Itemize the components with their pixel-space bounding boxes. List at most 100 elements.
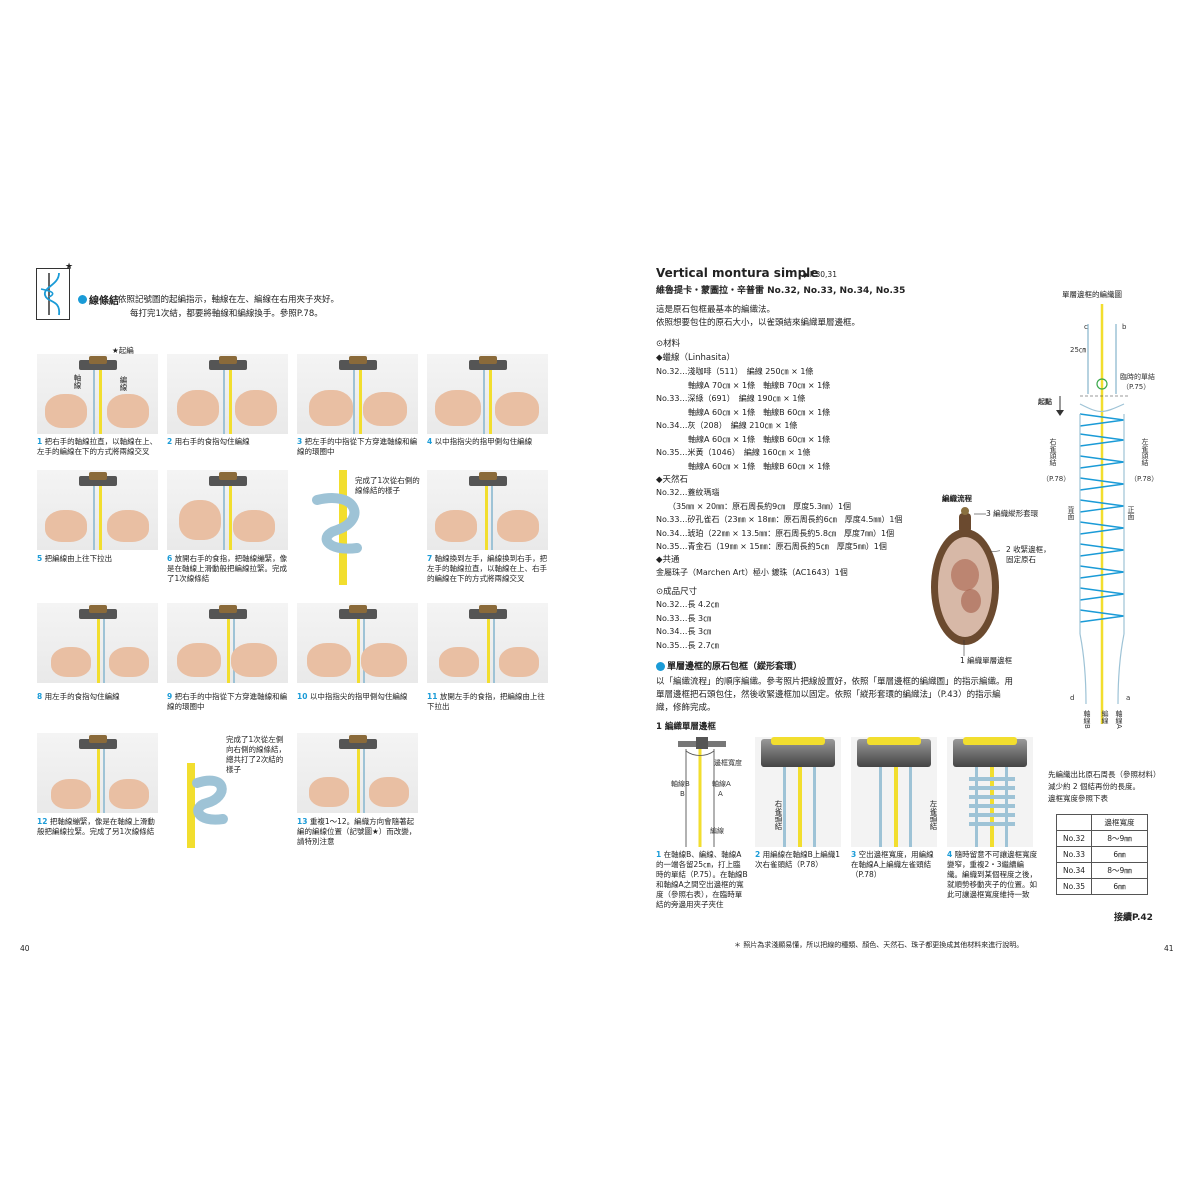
photo-label-right-knot: 右雀頭結 <box>774 800 783 830</box>
flow-leader-lines <box>963 513 1000 656</box>
stone-lines: No.32…蓋紋瑪瑙 （35㎜ × 20㎜：原石周長約9㎝ 厚度5.3㎜）1個 … <box>656 488 903 551</box>
note-line-1: 先編織出比原石周長（參照材料） <box>1048 770 1161 779</box>
setup-diagram <box>656 737 746 847</box>
photo1-axis-label: 軸線 <box>73 374 82 389</box>
pattern-desc-1: 這是原石包框最基本的編織法。 <box>656 305 776 315</box>
knit-label-axis-b: 軸線B <box>1083 710 1091 729</box>
pattern-subtitle: 維魯提卡・蒙圖拉・辛普雷 No.32, No.33, No.34, No.35 <box>656 286 906 296</box>
step-caption-12: 12 把軸線繃緊，像是在軸線上滑動般把編線拉緊。完成了另1次線條結 <box>37 817 155 836</box>
frame-step-caption-2: 2 用編線在軸線B上編織1次右雀頭結（P.78） <box>755 850 841 869</box>
section-title-bullet-icon <box>78 295 87 304</box>
step-photo-8 <box>37 603 158 683</box>
knit-diagram <box>1040 304 1160 734</box>
common-heading: ◆共通 <box>656 555 680 565</box>
knit-diagram-title: 單層邊框的編織圖 <box>1062 290 1122 299</box>
footer-note: ＊ 照片為求淺顯易懂，所以把線的種類、顏色、天然石、珠子都更換成其他材料來進行說… <box>734 941 1024 949</box>
knit-label-axis-a: 軸線A <box>1115 710 1123 729</box>
step-caption-8: 8 用左手的食指勾住編線 <box>37 692 120 701</box>
flow-title: 編織流程 <box>942 494 972 503</box>
table-header-width: 邊框寬度 <box>1091 814 1148 831</box>
knot-symbol-icon <box>36 268 70 320</box>
start-star-icon: ★ <box>65 262 74 272</box>
section2-line-1: 以「編織流程」的順序編織。參考照片把線設置好，依照「單層邊框的編織圖」的指示編織… <box>656 677 1014 687</box>
step-photo-2 <box>167 354 288 434</box>
continue-note: 接續P.42 <box>1114 913 1153 923</box>
knit-label-d: d <box>1070 694 1075 702</box>
step-caption-11: 11 放開左手的食指，把編線由上往下拉出 <box>427 692 545 711</box>
stone-heading: ◆天然石 <box>656 475 689 485</box>
pendant-illustration <box>925 505 1005 655</box>
step-caption-6: 6 放開右手的食指，把軸線繃緊，像是在軸線上滑動般把編線拉緊。完成了1次線條結 <box>167 554 288 583</box>
knit-label-right-knot-ref: （P.78） <box>1042 475 1071 483</box>
section2-line-3: 織，修飾完成。 <box>656 703 716 713</box>
table-row: No.32 8〜9㎜ <box>1056 830 1148 847</box>
knit-label-c: c <box>1084 323 1088 331</box>
step-caption-9: 9 把右手的中指從下方穿進軸線和編線的環圈中 <box>167 692 288 711</box>
photo1-start-tag: ★起編 <box>112 346 134 355</box>
flow-label-1: 1 編織單層邊框 <box>960 656 1013 665</box>
knit-label-temp-knot: 臨時的單結 <box>1120 373 1155 381</box>
photo-label-left-knot: 左雀頭結 <box>929 800 938 830</box>
knit-label-a: a <box>1126 694 1131 702</box>
frame-step-photo-2 <box>755 737 841 847</box>
table-row: No.34 8〜9㎜ <box>1056 862 1148 879</box>
knit-label-back: 背面 <box>1067 506 1075 520</box>
knit-label-cord: 編線 <box>1101 710 1109 724</box>
knit-label-front: 正面 <box>1127 506 1135 520</box>
step-caption-10: 10 以中指指尖的指甲側勾住編線 <box>297 692 408 701</box>
pattern-title: Vertical montura simple <box>656 266 819 280</box>
closeup-knot-2 <box>167 733 288 848</box>
knit-label-left-knot: 左雀頭結 <box>1141 438 1149 466</box>
pattern-desc-2: 依照想要包住的原石大小，以雀頭結來編織單層邊框。 <box>656 318 861 328</box>
setup-label-cord: 編線 <box>710 827 724 835</box>
step-photo-6 <box>167 470 288 550</box>
cord-lines: No.32…淺咖啡（511） 編線 250㎝ × 1條 軸線A 70㎝ × 1條… <box>656 367 831 471</box>
callout-two: 完成了1次從左側向右側的線條結，總共打了2次結的樣子 <box>226 735 286 774</box>
photo1-cord-label: 編線 <box>119 376 128 391</box>
common-line: 金屬珠子（Marchen Art）極小 鍍珠（AC1643）1個 <box>656 568 848 577</box>
step-caption-3: 3 把左手的中指從下方穿進軸線和編線的環圈中 <box>297 437 418 456</box>
step-photo-12 <box>37 733 158 813</box>
frame-step-caption-4: 4 隨時留意不可讓邊框寬度變窄，重複2・3繼續編織。編織到某個程度之後，就順勢移… <box>947 850 1038 899</box>
subsection-title: 1 編織單層邊框 <box>656 722 716 732</box>
step-caption-4: 4 以中指指尖的指甲側勾住編線 <box>427 437 533 446</box>
frame-step-caption-1: 1 在軸線B、編線、軸線A的一端各留25㎝，打上臨時的單結（P.75）。在軸線B… <box>656 850 748 909</box>
table-row: No.33 6㎜ <box>1056 846 1148 863</box>
step-photo-5 <box>37 470 158 550</box>
step-photo-13 <box>297 733 418 813</box>
setup-label-width: 邊框寬度 <box>714 759 742 767</box>
materials-heading: ⊙材料 <box>656 339 681 349</box>
size-heading: ⊙成品尺寸 <box>656 587 698 597</box>
table-header-empty <box>1056 814 1092 831</box>
knit-label-start: 起點 <box>1038 398 1052 406</box>
table-row: No.35 6㎜ <box>1056 878 1148 895</box>
frame-step-photo-4 <box>947 737 1033 847</box>
step-photo-1 <box>37 354 158 434</box>
step-photo-10 <box>297 603 418 683</box>
section2-bullet-icon <box>656 662 665 671</box>
section-title: 線條結 <box>89 296 119 307</box>
cord-heading: ◆蠟線（Linhasita） <box>656 353 735 363</box>
step-caption-7: 7 軸線換到左手，編線換到右手，把左手的軸線拉直，以軸線在上、右手的編線在下的方… <box>427 554 548 583</box>
frame-width-table: 邊框寬度 No.32 8〜9㎜ No.33 6㎜ No.34 8〜9㎜ No.3… <box>1056 814 1148 895</box>
step-photo-7 <box>427 470 548 550</box>
intro-line-2: 每打完1次結，都要將軸線和編線換手。參照P.78。 <box>130 309 323 319</box>
step-photo-11 <box>427 603 548 683</box>
step-caption-5: 5 把編線由上往下拉出 <box>37 554 113 563</box>
setup-label-axis-b: 軸線B <box>671 780 690 788</box>
setup-label-a: A <box>718 790 723 798</box>
setup-label-axis-a: 軸線A <box>712 780 731 788</box>
right-page-number: 41 <box>1164 944 1174 953</box>
knit-label-b: b <box>1122 323 1127 331</box>
frame-step-photo-3 <box>851 737 937 847</box>
note-line-2: 減少約 2 個結再份的長度。 <box>1048 782 1141 791</box>
flow-label-2: 2 收緊邊框，固定原石 <box>1006 545 1051 564</box>
intro-line-1: 依照記號圖的起編指示，軸線在左、編線在右用夾子夾好。 <box>118 295 340 305</box>
closeup-knot-1 <box>297 470 418 585</box>
setup-label-b: B <box>680 790 685 798</box>
pattern-title-ref: ▶P.30,31 <box>804 270 837 279</box>
size-lines: No.32…長 4.2㎝ No.33…長 3㎝ No.34…長 3㎝ No.35… <box>656 600 719 650</box>
knit-label-length: 25㎝ <box>1070 346 1086 354</box>
step-photo-9 <box>167 603 288 683</box>
note-line-3: 邊框寬度參照下表 <box>1048 794 1108 803</box>
